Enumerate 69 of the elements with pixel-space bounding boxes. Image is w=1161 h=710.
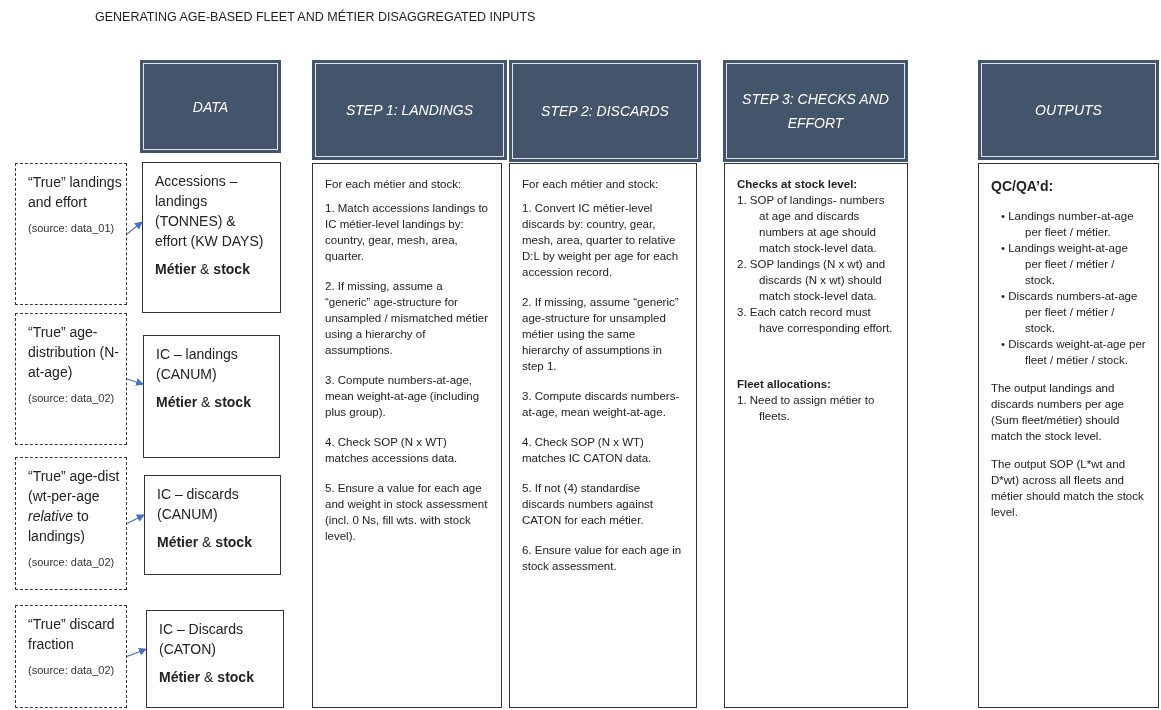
step-text: 5. If not (4) standardise discards numbers against CATON for each métier. <box>522 481 655 528</box>
output-text: The output landings and discards numbers per age (Sum fleet/métier) should match the stock level. <box>991 381 1125 444</box>
step-text: 1. Match accessions landings to IC métier-level landings by: country, gear, mesh, area, quarter. <box>325 201 489 264</box>
step-panel <box>312 163 502 708</box>
step-text: 3. Compute numbers-at-age, mean weight-at-age (including plus group). <box>325 373 481 420</box>
data-description: IC – landings (CANUM) <box>156 345 239 384</box>
bullet-item: • Landings number-at-age per fleet / métier. <box>1001 209 1135 240</box>
step-text: 1. Convert IC métier-level discards by: country, gear, mesh, area, quarter to relative D:L by weight per age for each accession record. <box>522 201 680 280</box>
data-box <box>144 475 281 575</box>
step-panel <box>509 163 697 708</box>
column-header-text: STEP 1: LANDINGS <box>344 101 475 120</box>
step-text: 2. If missing, assume a “generic” age-structure for unsampled / mismatched métier using a hierarchy of assumptions. <box>325 279 489 358</box>
metier-stock-label: Métier & stock <box>159 668 255 687</box>
source-note: (source: data_02) <box>28 663 116 678</box>
numbered-item: 1. Need to assign métier to fleets. <box>737 393 876 424</box>
bullet-item: • Discards numbers-at-age per fleet / métier / stock. <box>1001 289 1139 336</box>
output-panel <box>978 163 1159 708</box>
source-note: (source: data_01) <box>28 221 116 236</box>
step-text: 3. Compute discards numbers-at-age, mean weight-at-age. <box>522 389 681 420</box>
step-text: 4. Check SOP (N x WT) matches accessions data. <box>325 435 459 466</box>
step-panel <box>724 163 908 708</box>
bullet-item: • Discards weight-at-age per fleet / métier / stock. <box>1001 337 1146 368</box>
panel-heading: Fleet allocations: <box>737 377 832 392</box>
column-header-text: DATA <box>191 97 230 117</box>
column-header-text: STEP 3: CHECKS AND EFFORT <box>741 90 890 133</box>
numbered-item: 3. Each catch record must have corresponding effort. <box>737 305 894 336</box>
metier-stock-label: Métier & stock <box>157 533 253 552</box>
panel-heading: For each métier and stock: <box>522 177 660 192</box>
panel-heading: QC/QA’d: <box>991 177 1055 196</box>
arrow <box>126 514 145 525</box>
source-box <box>15 313 127 445</box>
column-header-text: OUTPUTS <box>1034 101 1103 120</box>
source-box <box>15 605 127 708</box>
data-description: Accessions – landings (TONNES) & effort (KW DAYS) <box>155 172 265 251</box>
panel-heading: For each métier and stock: <box>325 177 463 192</box>
source-description: “True” age-distribution (N-at-age) <box>28 323 121 382</box>
output-text: The output SOP (L*wt and D*wt) across all fleets and métier should match the stock level. <box>991 457 1145 520</box>
source-description: “True” discard fraction <box>28 615 116 654</box>
numbered-item: 1. SOP of landings- numbers at age and discards numbers at age should match stock-level data. <box>737 193 886 256</box>
data-description: IC – Discards (CATON) <box>159 620 245 659</box>
step-text: 2. If missing, assume “generic” age-structure for unsampled métier using the same hierarchy of assumptions in step 1. <box>522 295 680 374</box>
metier-stock-label: Métier & stock <box>156 393 252 412</box>
column-header-text: STEP 2: DISCARDS <box>540 102 670 121</box>
step-text: 6. Ensure value for each age in stock assessment. <box>522 543 683 574</box>
step-text: 5. Ensure a value for each age and weight in stock assessment (incl. 0 Ns, fill wts. with stock level). <box>325 481 489 544</box>
source-note: (source: data_02) <box>28 391 116 406</box>
data-description: IC – discards (CANUM) <box>157 485 240 524</box>
data-box <box>143 335 280 458</box>
numbered-item: 2. SOP landings (N x wt) and discards (N x wt) should match stock-level data. <box>737 257 887 304</box>
arrow <box>126 221 143 235</box>
metier-stock-label: Métier & stock <box>155 260 251 279</box>
source-description: “True” age-dist (wt-per-age relative to landings) <box>28 467 121 546</box>
source-box <box>15 457 127 590</box>
column-header <box>140 60 281 153</box>
column-header <box>312 60 507 160</box>
arrow <box>126 648 147 658</box>
data-box <box>146 610 284 708</box>
bullet-item: • Landings weight-at-age per fleet / métier / stock. <box>1001 241 1129 288</box>
panel-heading: Checks at stock level: <box>737 177 859 192</box>
source-description: “True” landings and effort <box>28 173 122 212</box>
arrow <box>126 378 144 386</box>
column-header <box>723 60 908 162</box>
source-box <box>15 163 127 305</box>
step-text: 4. Check SOP (N x WT) matches IC CATON data. <box>522 435 653 466</box>
data-box <box>142 162 281 313</box>
column-header <box>509 60 701 162</box>
diagram-title: GENERATING AGE-BASED FLEET AND MÉTIER DISAGGREGATED INPUTS <box>95 8 536 26</box>
source-note: (source: data_02) <box>28 555 116 570</box>
column-header <box>978 60 1159 160</box>
